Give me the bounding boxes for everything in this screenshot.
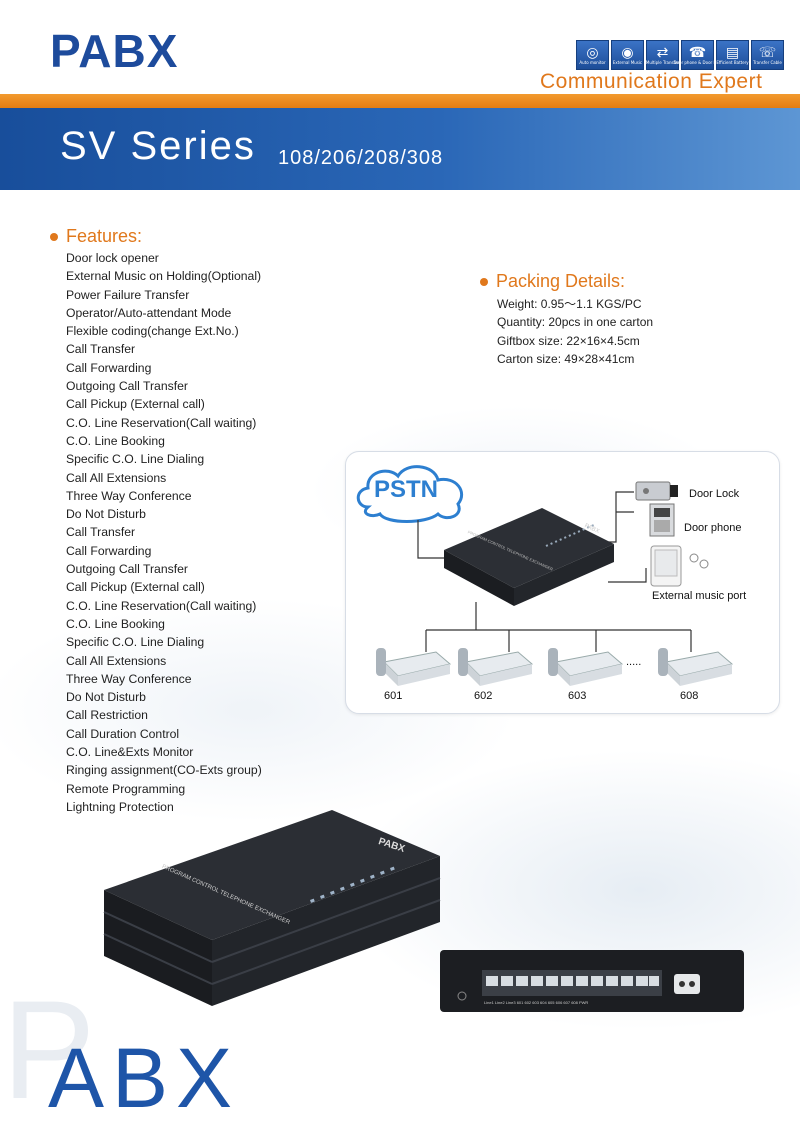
pstn-cloud-icon [356, 465, 464, 523]
feature-item: Call Transfer [66, 525, 136, 540]
feature-item: C.O. Line Booking [66, 616, 165, 631]
feature-item: Do Not Disturb [66, 690, 146, 705]
diagram-lines [417, 491, 692, 652]
packing-item: Giftbox size: 22×16×4.5cm [497, 333, 640, 348]
features-heading: Features: [50, 226, 142, 247]
auto-monitor-icon: ◎Auto monitor [576, 40, 609, 70]
pabx-product-back: Line1 Line2 Line3 601 602 603 604 605 60… [438, 944, 748, 1019]
feature-item: Call Pickup (External call) [66, 580, 205, 595]
feature-item: Ringing assignment(CO-Exts group) [66, 763, 262, 778]
feature-item: Three Way Conference [66, 671, 192, 686]
multiple-transfer-icon: ⇄Multiple Transfer [646, 40, 679, 70]
port-labels: Line1 Line2 Line3 601 602 603 604 605 60… [484, 1000, 589, 1005]
feature-item: Call Restriction [66, 708, 148, 723]
feature-item: Call Forwarding [66, 360, 152, 375]
pstn-label: PSTN [374, 476, 439, 503]
extension-label-601: 601 [384, 690, 403, 702]
feature-item: Specific C.O. Line Dialing [66, 635, 205, 650]
packing-heading: Packing Details: [480, 271, 625, 292]
feature-item: Lightning Protection [66, 799, 174, 814]
tagline: Communication Expert [540, 70, 763, 93]
telephone-icon [458, 648, 534, 686]
feature-item: Do Not Disturb [66, 507, 146, 522]
series-models: 108/206/208/308 [278, 147, 444, 169]
transfer-cable-icon: ☏Transfer Cable [751, 40, 784, 70]
feature-item: C.O. Line Reservation(Call waiting) [66, 415, 257, 430]
feature-item: Call All Extensions [66, 470, 167, 485]
footer-letters-abx: ABX [48, 1031, 241, 1125]
door-phone-label: Door phone [684, 522, 742, 534]
series-banner [0, 108, 800, 190]
brand-title: PABX [50, 25, 179, 77]
feature-item: Call All Extensions [66, 653, 167, 668]
extension-label-602: 602 [474, 690, 493, 702]
feature-item: Call Duration Control [66, 726, 180, 741]
music-port-label: External music port [652, 590, 747, 602]
pabx-product-front: PABX PROGRAM CONTROL TELEPHONE EXCHANGER [100, 808, 445, 1038]
feature-icon-strip: ◎Auto monitor ◉External Music ⇄Multiple … [576, 40, 784, 70]
telephone-icon [376, 648, 452, 686]
pabx-unit-icon [103, 810, 441, 1006]
feature-item: C.O. Line&Exts Monitor [66, 745, 194, 760]
feature-item: External Music on Holding(Optional) [66, 269, 262, 284]
packing-item: Carton size: 49×28×41cm [497, 351, 635, 366]
telephone-icon [658, 648, 734, 686]
door-lock-label: Door Lock [689, 488, 740, 500]
telephone-icon [548, 648, 624, 686]
extension-label-603: 603 [568, 690, 587, 702]
feature-item: Call Transfer [66, 342, 136, 357]
footer-letter-p: P [2, 971, 96, 1128]
feature-item: Call Forwarding [66, 543, 152, 558]
bullet-dot-icon [480, 277, 488, 286]
feature-item: Door lock opener [66, 251, 159, 265]
music-player-icon [650, 545, 709, 587]
packing-list: Weight: 0.95～1.1 KGS/PC Quantity: 20pcs i… [497, 295, 653, 368]
diagram-graphic [356, 465, 734, 686]
feature-item: Specific C.O. Line Dialing [66, 452, 205, 467]
connection-diagram: PSTN PABX PROGRAM CONTROL TELEPHONE EXCH… [345, 451, 780, 714]
external-music-icon: ◉External Music [611, 40, 644, 70]
series-title: SV Series [60, 124, 256, 168]
door-lock-icon [635, 481, 678, 501]
feature-item: Outgoing Call Transfer [66, 379, 188, 394]
footer-logo-letters: P ABX [0, 980, 300, 1130]
feature-item: Flexible coding(change Ext.No.) [66, 324, 239, 339]
bullet-dot-icon [50, 232, 58, 241]
ellipsis-label: ..... [626, 656, 642, 668]
packing-item: Weight: 0.95～1.1 KGS/PC [497, 297, 642, 311]
feature-item: Power Failure Transfer [66, 287, 190, 302]
extension-label-608: 608 [680, 690, 699, 702]
pabx-device-icon [444, 508, 614, 606]
pabx-rear-panel-icon [440, 950, 744, 1012]
efficient-battery-icon: ▤Efficient Battery [716, 40, 749, 70]
packing-item: Quantity: 20pcs in one carton [497, 315, 654, 330]
feature-item: Remote Programming [66, 781, 186, 796]
door-phone-icon [649, 503, 675, 537]
feature-item: C.O. Line Reservation(Call waiting) [66, 598, 257, 613]
feature-item: C.O. Line Booking [66, 433, 165, 448]
feature-item: Three Way Conference [66, 488, 192, 503]
orange-divider [0, 94, 800, 108]
feature-item: Call Pickup (External call) [66, 397, 205, 412]
door-phone-icon: ☎Door phone & Door lock [673, 40, 722, 70]
feature-item: Operator/Auto-attendant Mode [66, 305, 232, 320]
feature-item: Outgoing Call Transfer [66, 562, 188, 577]
